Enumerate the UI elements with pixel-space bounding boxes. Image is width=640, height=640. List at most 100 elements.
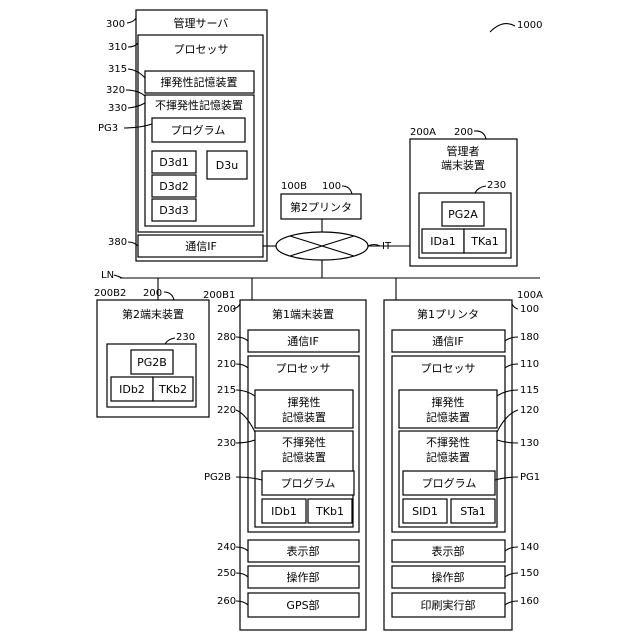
admin-ref-b: 200 — [454, 127, 473, 138]
server-data-2: D3d2 — [159, 180, 188, 193]
printer1-operation-label: 操作部 — [432, 570, 465, 584]
terminal-1: 第1端末装置 200B1 200 通信IF 280 プロセッサ 210 揮発性 … — [203, 290, 366, 630]
server-processor-ref: 310 — [108, 42, 127, 53]
printer1-title: 第1プリンタ — [417, 307, 479, 321]
printer1-processor-label: プロセッサ — [421, 362, 476, 375]
printer2-label: 第2プリンタ — [290, 200, 352, 214]
terminal2-ref-leader — [164, 292, 174, 300]
terminal1-ref-a: 200B1 — [203, 290, 235, 301]
terminal1-display-label: 表示部 — [287, 544, 320, 558]
terminal2-program: PG2B — [137, 356, 167, 369]
terminal1-volatile-ref: 215 — [217, 385, 236, 396]
terminal1-comm-label: 通信IF — [287, 335, 319, 348]
printer1-ref-leader — [512, 304, 518, 309]
server-data-3: D3d3 — [159, 204, 188, 217]
terminal1-processor-label: プロセッサ — [276, 362, 331, 375]
server-title: 管理サーバ — [174, 16, 229, 30]
printer1-operation-ref: 150 — [520, 568, 539, 579]
admin-ref-a: 200A — [410, 127, 436, 138]
admin-program: PG2A — [448, 208, 478, 221]
figure-ref: 1000 — [517, 20, 542, 31]
printer1-comm-ref: 180 — [520, 332, 539, 343]
server-ref-leader — [127, 18, 136, 23]
printer1-nonvolatile-line1: 不揮発性 — [426, 435, 470, 449]
printer1-volatile-ref: 115 — [520, 385, 539, 396]
printer2-ref-b: 100 — [322, 181, 341, 192]
terminal1-nonvolatile-line1: 不揮発性 — [282, 435, 326, 449]
terminal2-storage-ref: 230 — [176, 332, 195, 343]
printer1-program-label: プログラム — [422, 476, 477, 490]
terminal2-ref-b: 200 — [143, 288, 162, 299]
printer1-ref-a: 100A — [517, 290, 543, 301]
terminal1-comm-ref: 280 — [217, 332, 236, 343]
terminal1-operation-label: 操作部 — [287, 570, 320, 584]
printer1-print-exec-label: 印刷実行部 — [421, 598, 476, 612]
management-server: 管理サーバ 300 プロセッサ 310 揮発性記憶装置 315 不揮発性記憶装置… — [98, 10, 267, 261]
server-volatile-ref: 315 — [108, 64, 127, 75]
terminal1-gps-label: GPS部 — [286, 598, 319, 612]
terminal2-id: IDb2 — [119, 383, 145, 396]
terminal1-program-ref: PG2B — [204, 472, 231, 483]
terminal1-token: TKb1 — [315, 505, 344, 518]
printer1-volatile-line2: 記憶装置 — [426, 410, 470, 424]
terminal1-processor-ref: 210 — [217, 359, 236, 370]
printer-1: 第1プリンタ 100A 100 通信IF 180 プロセッサ 110 揮発性 記… — [384, 290, 543, 630]
cloud-ref: IT — [382, 241, 392, 252]
admin-storage-ref: 230 — [487, 180, 506, 191]
terminal1-id: IDb1 — [271, 505, 297, 518]
printer1-program-ref: PG1 — [520, 472, 540, 483]
server-processor-label: プロセッサ — [174, 43, 229, 56]
admin-title-line1: 管理者 — [447, 144, 480, 158]
terminal1-program-label: プログラム — [281, 476, 336, 490]
printer2-ref-leader — [342, 186, 352, 194]
terminal1-gps-ref: 260 — [217, 596, 236, 607]
terminal1-volatile-line2: 記憶装置 — [282, 410, 326, 424]
printer1-processor-ref: 110 — [520, 359, 539, 370]
terminal2-ref-a: 200B2 — [94, 288, 126, 299]
printer1-id: SID1 — [412, 505, 438, 518]
server-nonvolatile-ref1: 320 — [106, 85, 125, 96]
terminal1-nonvolatile-ref2: 230 — [217, 438, 236, 449]
admin-ref-leader — [474, 131, 486, 139]
server-comm-ref: 380 — [108, 237, 127, 248]
lan-ref-leader — [114, 275, 122, 278]
admin-id: IDa1 — [430, 235, 455, 248]
server-data-u: D3u — [216, 159, 238, 172]
server-ref: 300 — [106, 19, 125, 30]
printer-2: 第2プリンタ 100B 100 — [281, 181, 361, 219]
terminal1-nonvolatile-ref1: 220 — [217, 405, 236, 416]
terminal1-operation-ref: 250 — [217, 568, 236, 579]
admin-token: TKa1 — [470, 235, 498, 248]
printer1-comm-label: 通信IF — [432, 335, 464, 348]
printer1-display-label: 表示部 — [432, 544, 465, 558]
admin-title-line2: 端末装置 — [441, 158, 485, 172]
server-comm-label: 通信IF — [185, 240, 217, 253]
figure-ref-leader — [490, 24, 515, 32]
lan-ref: LN — [101, 270, 114, 281]
printer1-token: STa1 — [460, 505, 486, 518]
printer1-ref-b: 100 — [520, 304, 539, 315]
server-nonvolatile-ref2: 330 — [108, 103, 127, 114]
server-program-ref: PG3 — [98, 123, 118, 134]
printer1-nonvolatile-ref1: 120 — [520, 405, 539, 416]
printer1-display-ref: 140 — [520, 542, 539, 553]
printer1-print-exec-ref: 160 — [520, 596, 539, 607]
terminal-2: 第2端末装置 200B2 200 230 PG2B IDb2 TKb2 — [94, 288, 209, 417]
terminal2-token: TKb2 — [158, 383, 187, 396]
printer1-nonvolatile-line2: 記憶装置 — [426, 450, 470, 464]
terminal2-title: 第2端末装置 — [122, 307, 184, 321]
printer1-volatile-line1: 揮発性 — [432, 395, 465, 409]
terminal1-display-ref: 240 — [217, 542, 236, 553]
printer1-nonvolatile-ref2: 130 — [520, 438, 539, 449]
terminal1-title: 第1端末装置 — [272, 307, 334, 321]
printer2-ref-a: 100B — [281, 181, 307, 192]
server-data-1: D3d1 — [159, 156, 188, 169]
server-volatile-label: 揮発性記憶装置 — [161, 75, 238, 89]
admin-terminal: 管理者 端末装置 200A 200 230 PG2A IDa1 TKa1 — [410, 127, 517, 266]
server-program-label: プログラム — [171, 123, 226, 137]
terminal1-nonvolatile-line2: 記憶装置 — [282, 450, 326, 464]
server-nonvolatile-label: 不揮発性記憶装置 — [155, 98, 243, 112]
terminal1-volatile-line1: 揮発性 — [288, 395, 321, 409]
